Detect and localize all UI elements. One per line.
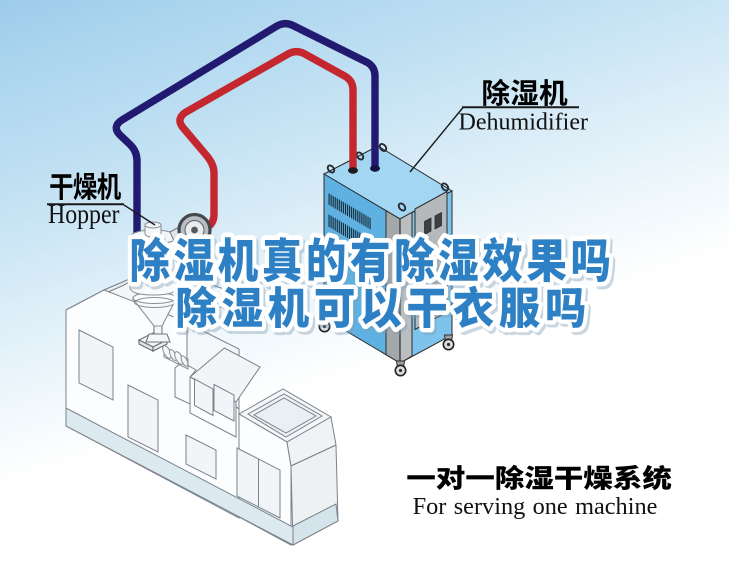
svg-text:Hopper: Hopper xyxy=(48,199,120,229)
svg-text:For serving one machine: For serving one machine xyxy=(413,493,658,520)
svg-text:Dehumidifier: Dehumidifier xyxy=(459,109,589,136)
